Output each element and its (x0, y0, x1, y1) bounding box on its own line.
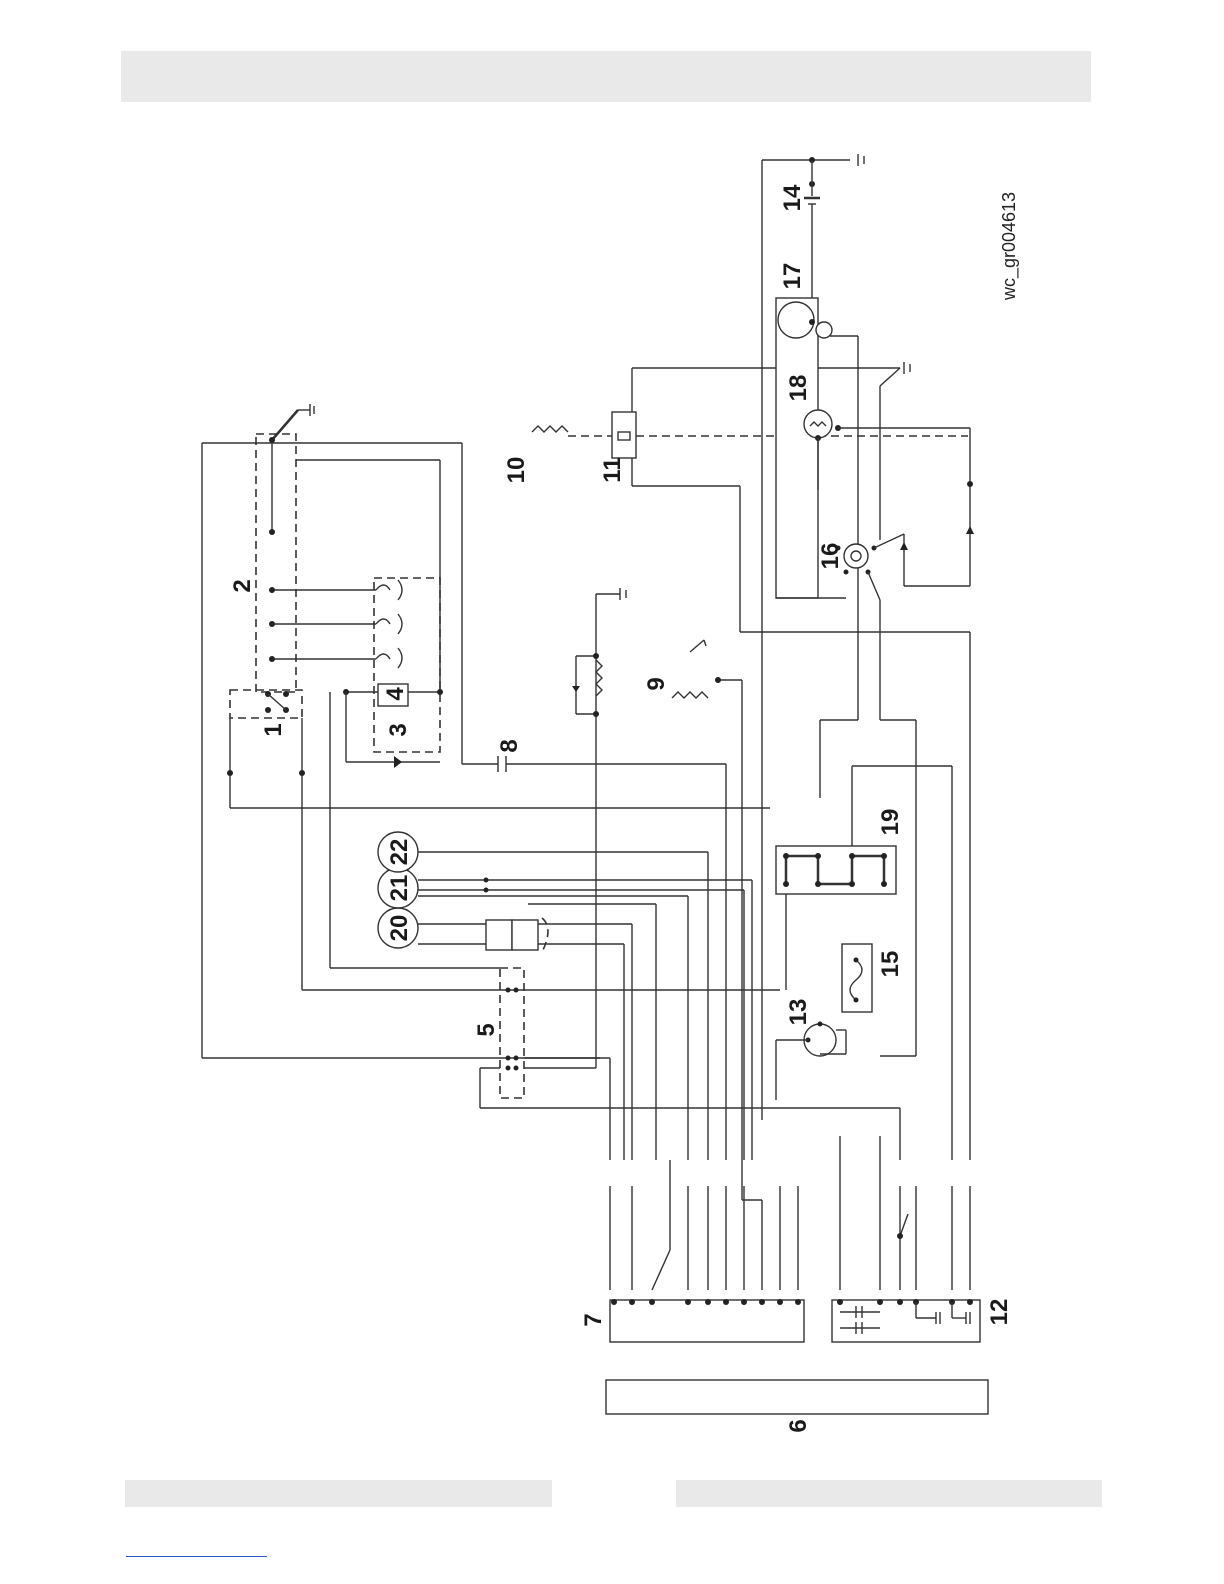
label-2: 2 (229, 579, 256, 592)
label-6: 6 (785, 1419, 812, 1432)
component-12-capacitor-block (832, 1299, 980, 1342)
component-20-22-harness (378, 832, 752, 1160)
component-3-4-unit (330, 578, 500, 968)
label-15: 15 (877, 951, 904, 978)
footer-bar-right (676, 1480, 1102, 1507)
component-8-capacitor (462, 443, 726, 1160)
label-21: 21 (386, 875, 413, 902)
component-15-fuse (842, 944, 872, 1012)
component-6-panel (606, 1380, 988, 1414)
component-17-starter (776, 298, 858, 720)
label-17: 17 (779, 263, 806, 290)
label-7: 7 (580, 1313, 607, 1326)
label-11: 11 (599, 457, 626, 482)
label-14: 14 (779, 184, 806, 211)
component-10-11-regulator (532, 368, 970, 632)
label-9: 9 (643, 677, 670, 690)
label-4: 4 (382, 687, 409, 701)
label-8: 8 (496, 739, 523, 752)
ground-resistor (572, 588, 626, 1068)
label-22: 22 (386, 839, 413, 866)
label-16: 16 (817, 543, 844, 570)
component-2-switch (202, 404, 462, 692)
component-16-alternator (776, 534, 970, 1056)
component-9-potentiometer (672, 640, 762, 1200)
component-13-motor (776, 1022, 846, 1101)
label-5: 5 (473, 1023, 500, 1036)
component-5-connector (480, 968, 900, 1160)
label-12: 12 (986, 1299, 1013, 1326)
label-1: 1 (260, 723, 287, 736)
label-10: 10 (503, 457, 530, 484)
label-13: 13 (785, 999, 812, 1026)
component-1-switch (202, 443, 780, 1058)
figure-id: wc_gr004613 (999, 192, 1020, 301)
label-20: 20 (386, 915, 413, 942)
label-3: 3 (385, 723, 412, 736)
footer-bar-left (125, 1480, 552, 1507)
component-7-connector-block (610, 1299, 804, 1342)
footer-link-underline[interactable] (126, 1556, 267, 1557)
label-19: 19 (877, 809, 904, 836)
label-18: 18 (785, 375, 812, 402)
